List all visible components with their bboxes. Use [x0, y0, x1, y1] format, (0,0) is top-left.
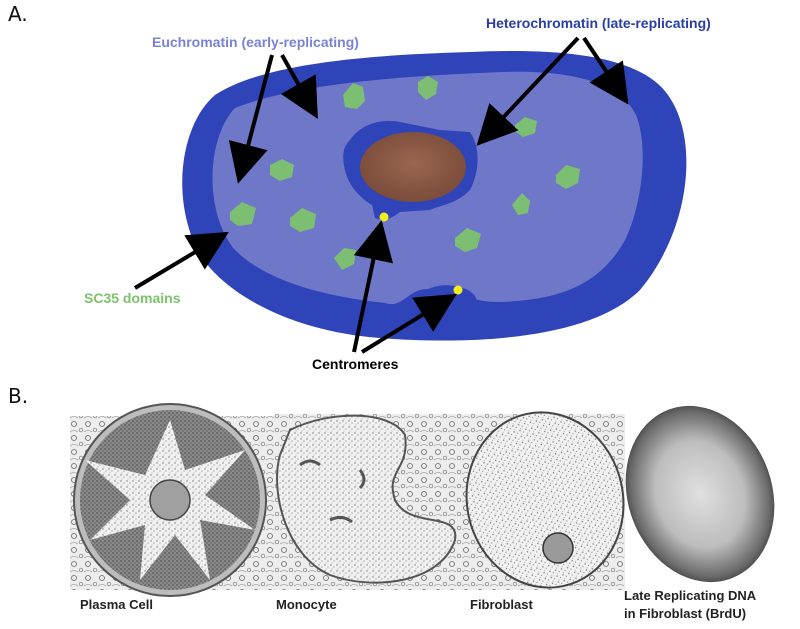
- late-replicating-caption-line2: in Fibroblast (BrdU): [624, 606, 747, 621]
- centromere-dot: [379, 212, 389, 222]
- euchromatin-label: Euchromatin (early-replicating): [152, 34, 359, 50]
- centromere-arrow: [360, 293, 457, 354]
- sc35-domain: [334, 248, 356, 270]
- sc35-domain: [290, 208, 316, 232]
- fibroblast-micrograph: [465, 411, 625, 590]
- centromeres-label: Centromeres: [312, 356, 399, 372]
- sc35-domain: [230, 202, 256, 226]
- monocyte-micrograph: [275, 414, 465, 590]
- sc35-domain: [418, 76, 438, 100]
- centromere-arrow: [352, 220, 394, 353]
- sc35-label: SC35 domains: [84, 290, 181, 306]
- fibroblast-caption: Fibroblast: [470, 597, 533, 612]
- euchromatin-arrow: [228, 54, 274, 184]
- sc35-domain: [270, 159, 294, 181]
- nucleolus: [360, 132, 466, 202]
- sc35-arrow: [133, 231, 229, 290]
- euchromatin-arrow: [280, 54, 318, 119]
- heterochromatin-arrow: [476, 36, 580, 146]
- panel-a-letter: A.: [8, 2, 28, 26]
- sc35-domain: [455, 228, 481, 252]
- sc35-domain: [556, 165, 580, 189]
- plasma-cell-caption: Plasma Cell: [80, 597, 153, 612]
- annotation-arrows: [133, 36, 629, 354]
- brdu-nucleus-image: [625, 405, 775, 583]
- sc35-domains: [230, 76, 580, 270]
- heterochromatin-label: Heterochromatin (late-replicating): [486, 15, 711, 31]
- late-replicating-caption-line1: Late Replicating DNA: [624, 588, 757, 603]
- sc35-domain: [515, 117, 537, 137]
- sc35-domain: [343, 83, 365, 109]
- sc35-domain: [512, 193, 530, 215]
- heterochromatin-arrow: [582, 36, 629, 105]
- centromere-dot: [453, 285, 463, 295]
- monocyte-caption: Monocyte: [276, 597, 337, 612]
- panel-b-letter: B.: [8, 384, 29, 408]
- plasma-cell-micrograph: [70, 403, 275, 597]
